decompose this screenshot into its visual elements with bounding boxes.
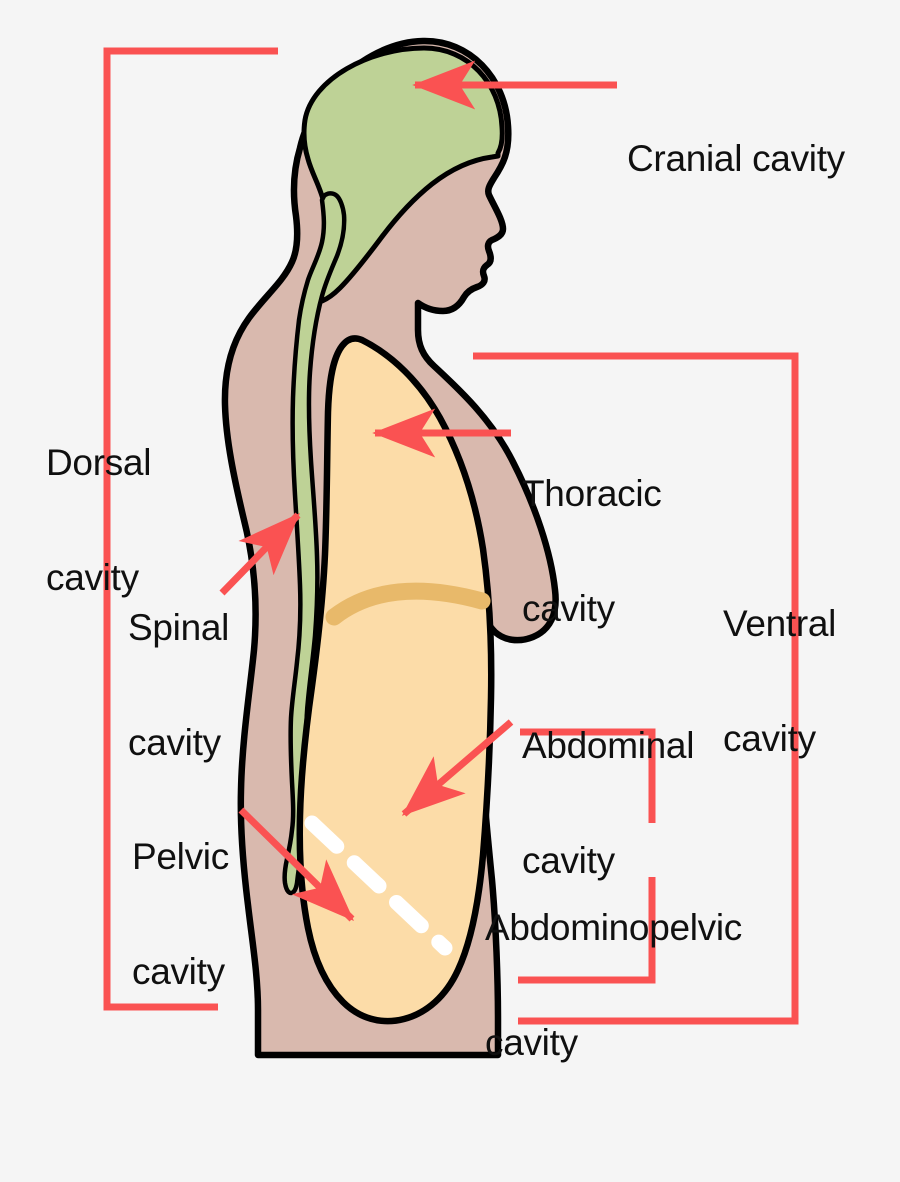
- label-thoracic-cavity-line-2: cavity: [522, 587, 615, 629]
- ventral-cavity-region: [296, 335, 495, 1025]
- label-spinal-cavity-line-2: cavity: [128, 721, 221, 763]
- label-abdominopelvic-cavity: Abdominopelvic cavity: [485, 833, 742, 1138]
- ventral-cavity-path: [296, 335, 495, 1025]
- dorsal-cavity-bracket: [103, 47, 278, 1011]
- label-spinal-cavity-line-1: Spinal: [128, 607, 230, 649]
- label-pelvic-cavity-line-1: Pelvic: [132, 836, 229, 878]
- label-ventral-cavity: Ventral cavity: [723, 529, 836, 834]
- label-abdominopelvic-cavity-line-1: Abdominopelvic: [485, 907, 743, 949]
- pelvic-cavity-arrow: [238, 807, 355, 922]
- diaphragm-arc: [325, 582, 491, 626]
- label-thoracic-cavity-line-1: Thoracic: [522, 473, 662, 515]
- abdominopelvic-cavity-bracket: [518, 728, 656, 984]
- label-spinal-cavity: Spinal cavity: [128, 533, 229, 838]
- label-abdominal-cavity-line-1: Abdominal: [522, 725, 695, 767]
- label-thoracic-cavity: Thoracic cavity: [522, 399, 662, 704]
- label-dorsal-cavity: Dorsal cavity: [46, 368, 151, 673]
- abdominal-cavity-arrow: [401, 719, 514, 817]
- spinal-cavity-arrow: [219, 512, 301, 596]
- abdominopelvic-divider: [304, 815, 453, 956]
- label-pelvic-cavity: Pelvic cavity: [132, 762, 229, 1067]
- label-dorsal-cavity-line-2: cavity: [46, 556, 139, 598]
- label-cranial-cavity-line-1: Cranial cavity: [627, 138, 845, 180]
- pointer-brackets: [103, 47, 799, 1025]
- label-abdominal-cavity-line-2: cavity: [522, 839, 615, 881]
- label-ventral-cavity-line-2: cavity: [723, 717, 816, 759]
- abdominopelvic-divider-line: [304, 815, 453, 956]
- label-cranial-cavity: Cranial cavity: [627, 64, 845, 255]
- label-abdominopelvic-cavity-line-2: cavity: [485, 1021, 578, 1063]
- label-dorsal-cavity-line-1: Dorsal: [46, 442, 152, 484]
- label-pelvic-cavity-line-2: cavity: [132, 950, 225, 992]
- label-abdominal-cavity: Abdominal cavity: [522, 651, 694, 956]
- pointer-arrows: [219, 60, 617, 922]
- ventral-cavity-bracket: [473, 352, 799, 1025]
- label-ventral-cavity-line-1: Ventral: [723, 603, 837, 645]
